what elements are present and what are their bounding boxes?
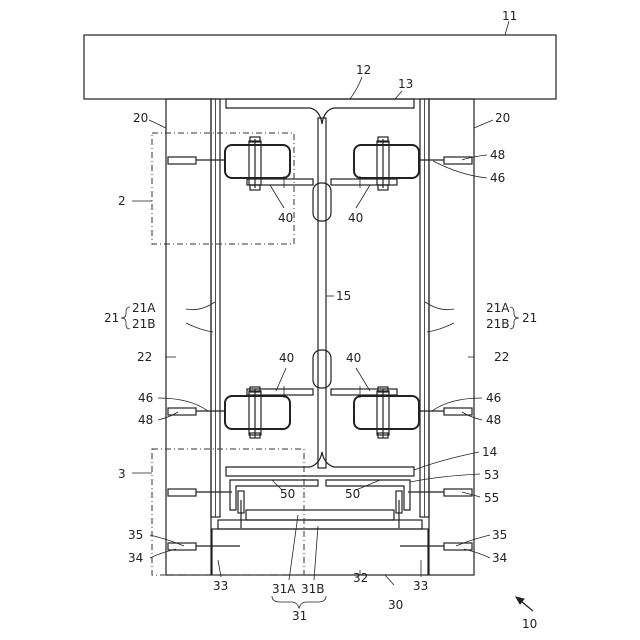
label-21-left: 21	[104, 311, 119, 325]
beam-slab	[84, 35, 556, 99]
angle-plates	[247, 176, 397, 398]
outer-cover-right	[429, 99, 474, 575]
label-48-bl: 48	[138, 413, 153, 427]
label-21-right: 21	[522, 311, 537, 325]
label-21b-right: 21B	[486, 317, 510, 331]
label-31b: 31B	[301, 582, 325, 596]
label-15: 15	[336, 289, 351, 303]
label-31a: 31A	[272, 582, 296, 596]
anchor-pins	[168, 157, 472, 550]
label-11: 11	[502, 9, 517, 23]
reference-labels: 11 12 13 20 20 2 21 21A 21B 21A 21B 21 1…	[104, 9, 537, 631]
label-46-br: 46	[486, 391, 501, 405]
clip-top-right	[354, 137, 419, 190]
label-30: 30	[388, 598, 403, 612]
label-40-br: 40	[346, 351, 361, 365]
label-20-right: 20	[495, 111, 510, 125]
inner-panel-left	[211, 99, 220, 517]
bottom-plates	[218, 510, 422, 529]
label-21a-right: 21A	[486, 301, 510, 315]
label-40-bl: 40	[279, 351, 294, 365]
base-block	[212, 529, 428, 575]
label-46-bl: 46	[138, 391, 153, 405]
label-10: 10	[522, 617, 537, 631]
label-35-left: 35	[128, 528, 143, 542]
bottom-brackets	[230, 480, 410, 528]
label-48-br: 48	[486, 413, 501, 427]
label-55: 55	[484, 491, 499, 505]
h-steel-girder	[226, 99, 414, 476]
label-50-right: 50	[345, 487, 360, 501]
inner-panel-right	[420, 99, 429, 517]
detail-box-2	[152, 133, 294, 244]
label-46-tr: 46	[490, 171, 505, 185]
label-40-tr: 40	[348, 211, 363, 225]
label-21b-left: 21B	[132, 317, 156, 331]
label-32: 32	[353, 571, 368, 585]
label-3: 3	[118, 467, 126, 481]
label-35-right: 35	[492, 528, 507, 542]
label-34-right: 34	[492, 551, 507, 565]
label-31: 31	[292, 609, 307, 623]
label-48-tr: 48	[490, 148, 505, 162]
label-12: 12	[356, 63, 371, 77]
label-22-right: 22	[494, 350, 509, 364]
label-53: 53	[484, 468, 499, 482]
label-14: 14	[482, 445, 497, 459]
label-2: 2	[118, 194, 126, 208]
detail-box-3	[152, 449, 304, 575]
label-22-left: 22	[137, 350, 152, 364]
label-20-left: 20	[133, 111, 148, 125]
outer-cover-left	[166, 99, 211, 575]
label-50-left: 50	[280, 487, 295, 501]
label-21a-left: 21A	[132, 301, 156, 315]
label-33-left: 33	[213, 579, 228, 593]
assembly-arrow-icon	[516, 597, 533, 611]
label-34-left: 34	[128, 551, 143, 565]
label-33-right: 33	[413, 579, 428, 593]
clip-top-left	[225, 137, 290, 190]
label-40-tl: 40	[278, 211, 293, 225]
label-13: 13	[398, 77, 413, 91]
